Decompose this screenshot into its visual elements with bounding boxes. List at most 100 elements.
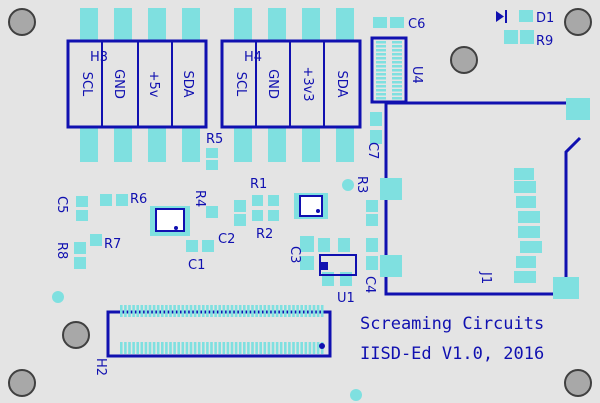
header-h4-pin4-label: SDA [334, 71, 349, 98]
h2-pad [165, 305, 168, 317]
u4-pad [376, 73, 386, 76]
u4-pad [392, 49, 402, 52]
u4-pad [392, 81, 402, 84]
mounting-hole-top-right [450, 46, 478, 74]
h2-pad [206, 342, 209, 354]
h2-pad [169, 342, 172, 354]
h2-pad [312, 305, 316, 317]
u4-pad [392, 93, 402, 96]
h2-pad [161, 342, 164, 354]
r1-label: R1 [250, 177, 267, 192]
h2-pad [189, 305, 193, 317]
h2-pad [189, 342, 193, 354]
h2-pad [238, 305, 242, 317]
top-right-parts [373, 10, 534, 44]
u4-label: U4 [409, 66, 424, 84]
h2-pad [169, 305, 172, 317]
c4-label: C4 [362, 276, 377, 293]
h2-pad [222, 342, 226, 354]
h2-pad [140, 342, 144, 354]
u4-pad [376, 77, 386, 80]
h2-pad [132, 305, 135, 317]
h2-pad [144, 305, 148, 317]
h2-pad [177, 305, 180, 317]
u4-pad [392, 53, 402, 56]
h2-pad [173, 305, 176, 317]
h2-pad [206, 305, 209, 317]
u4-pad [392, 73, 402, 76]
d1-label: D1 [536, 11, 554, 26]
connector-h2-pads [120, 305, 324, 354]
h2-pad [284, 342, 287, 354]
passives-c1-r4-r6 [74, 194, 218, 269]
h2-pad [247, 342, 250, 354]
c3-label: C3 [287, 246, 302, 263]
h2-pad [304, 342, 308, 354]
u4-pad [376, 81, 386, 84]
h2-pad [320, 305, 324, 317]
h2-pad [251, 342, 254, 354]
h2-pad [279, 305, 283, 317]
u4-pad [392, 41, 402, 44]
h2-pad [275, 342, 279, 354]
j1-label: J1 [478, 271, 493, 284]
c2-label: C2 [218, 232, 235, 247]
h2-pad [161, 305, 164, 317]
mounting-hole-mid-left [62, 321, 90, 349]
board-version: IISD-Ed V1.0, 2016 [360, 344, 544, 364]
mounting-hole-top-left [8, 8, 36, 36]
h2-pad [156, 342, 160, 354]
h2-pad [185, 305, 189, 317]
company-name: Screaming Circuits [360, 314, 544, 334]
h2-pad [156, 305, 160, 317]
h2-pad [210, 305, 213, 317]
c1-label: C1 [188, 258, 205, 273]
header-h4-pin3-label: +3v3 [300, 66, 315, 101]
u4-pad [392, 97, 402, 100]
h2-pad [181, 305, 185, 317]
h2-pad [238, 342, 242, 354]
h2-pad [267, 342, 271, 354]
header-h3-pin3-label: +5v [146, 71, 161, 98]
h2-pad [136, 305, 139, 317]
h2-pad [279, 342, 283, 354]
u4-pad [376, 57, 386, 60]
connector-h2: H2 [93, 305, 332, 376]
r9-label: R9 [536, 34, 553, 49]
fiducial-center [342, 179, 354, 191]
h2-pad [316, 342, 320, 354]
c5-label: C5 [54, 196, 69, 213]
u4-pad [376, 89, 386, 92]
h2-pad [234, 342, 238, 354]
h2-label: H2 [93, 358, 108, 376]
mounting-holes [8, 8, 592, 401]
header-h3-pin1-label: SCL [79, 72, 94, 97]
h2-pad [173, 342, 176, 354]
h2-pad [128, 342, 131, 354]
h2-pad [120, 305, 123, 317]
r4-label: R4 [192, 190, 207, 207]
regulator-u1 [300, 236, 378, 286]
r3-label: R3 [354, 176, 369, 193]
h2-pad [202, 305, 205, 317]
u4-pad [376, 41, 386, 44]
h2-pad [226, 342, 230, 354]
header-h4-designator: H4 [244, 50, 262, 65]
mounting-hole-bottom-left [8, 369, 36, 397]
u4-pad [376, 65, 386, 68]
sensor-ic-left [150, 206, 190, 236]
h2-pad [128, 305, 131, 317]
h2-pad [292, 342, 295, 354]
h2-pad [214, 305, 217, 317]
header-h3: H3 SCL GND +5v SDA [66, 8, 208, 162]
u4-pad [392, 77, 402, 80]
h2-pad [197, 342, 201, 354]
h2-pad [312, 342, 316, 354]
h2-pad [222, 305, 226, 317]
u1-label: U1 [337, 291, 355, 306]
h2-pad [185, 342, 189, 354]
h2-pad [288, 342, 291, 354]
h2-pad [284, 305, 287, 317]
connector-u4-pads [376, 41, 402, 100]
h2-pad [218, 305, 221, 317]
